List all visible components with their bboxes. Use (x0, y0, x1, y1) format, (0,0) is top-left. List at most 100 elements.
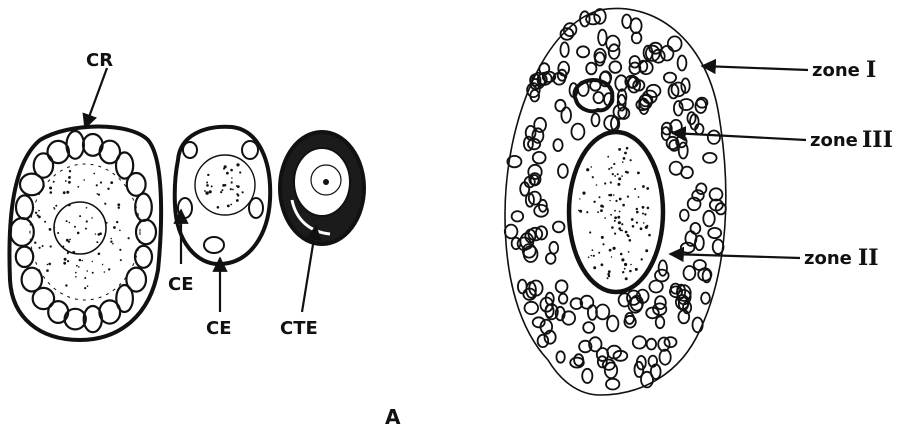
cell-cr-peripheral-granules (10, 131, 156, 332)
granule (505, 225, 518, 239)
granule (22, 268, 42, 292)
dot (613, 194, 615, 196)
dot (236, 199, 239, 202)
dot (589, 231, 591, 233)
dot (624, 263, 627, 266)
dot (236, 185, 238, 187)
dot (613, 247, 616, 250)
dot (66, 220, 68, 222)
granule (632, 32, 642, 43)
granule (582, 369, 592, 383)
dot (74, 226, 76, 228)
dot (625, 277, 628, 280)
granule (660, 350, 671, 365)
dot (610, 194, 613, 197)
granule (703, 211, 714, 227)
granule (67, 131, 84, 159)
dot (617, 173, 619, 175)
dot (54, 227, 55, 228)
granule (577, 46, 589, 57)
dot (636, 208, 638, 210)
granule (678, 56, 687, 71)
dot (621, 258, 624, 261)
dot (622, 271, 624, 273)
dot (92, 272, 94, 274)
label-cte: CTE (280, 318, 318, 339)
dot (230, 169, 233, 172)
label-zone1-word: zone (812, 60, 860, 81)
dot (76, 265, 78, 267)
zone1-arrow (702, 66, 808, 70)
granule (694, 260, 706, 270)
granule (684, 266, 696, 280)
label-cr: CR (86, 50, 113, 71)
granule (664, 73, 676, 83)
dot (619, 211, 621, 213)
dot (68, 204, 71, 207)
dot (69, 170, 71, 172)
dot (96, 184, 98, 186)
cell-cr (9, 127, 161, 341)
dot (619, 198, 622, 201)
dot (77, 232, 80, 235)
dot (588, 256, 590, 258)
dot (96, 241, 98, 243)
granule (583, 322, 594, 333)
dot (236, 163, 239, 166)
dot (49, 228, 52, 231)
dot (593, 201, 595, 203)
dot (110, 238, 112, 240)
cell-ce-dots (204, 163, 244, 208)
dot (611, 167, 613, 169)
granule (596, 305, 609, 320)
dot (84, 277, 86, 279)
dot (601, 236, 604, 239)
dot (205, 191, 208, 194)
dot (206, 182, 208, 184)
dot (623, 157, 626, 160)
granule (607, 316, 618, 332)
dot (231, 181, 233, 183)
dot (590, 255, 592, 257)
granule (553, 222, 565, 233)
dot (578, 210, 580, 212)
granule (703, 153, 717, 163)
dot (617, 216, 620, 219)
cell-ce-outline (175, 127, 270, 264)
dot (87, 285, 89, 287)
dot (586, 211, 588, 213)
dot (624, 268, 626, 270)
granule (183, 142, 197, 158)
dot (608, 270, 611, 273)
dot (593, 266, 596, 269)
granule (619, 293, 631, 306)
dot (120, 259, 122, 261)
dot (206, 184, 209, 187)
dot (636, 211, 639, 214)
label-zone2-word: zone (804, 248, 852, 269)
dot (610, 214, 612, 216)
dot (79, 259, 82, 262)
dot (630, 159, 632, 161)
granule (135, 194, 152, 221)
dot (128, 237, 130, 239)
dot (621, 175, 623, 177)
dot (646, 187, 649, 190)
dot (648, 234, 651, 237)
dot (641, 258, 643, 260)
granule (16, 247, 33, 267)
dot (626, 147, 629, 150)
dot (86, 220, 88, 222)
dot (93, 173, 95, 175)
zone3-arrow (672, 133, 806, 140)
dot (44, 221, 46, 223)
label-ce-bottom: CE (206, 318, 232, 339)
dot (86, 207, 88, 209)
dot (586, 168, 589, 171)
dot (209, 190, 212, 193)
dot (231, 177, 233, 179)
dot (617, 183, 620, 186)
granule (538, 335, 549, 347)
granule (609, 61, 621, 73)
dot (232, 189, 234, 191)
